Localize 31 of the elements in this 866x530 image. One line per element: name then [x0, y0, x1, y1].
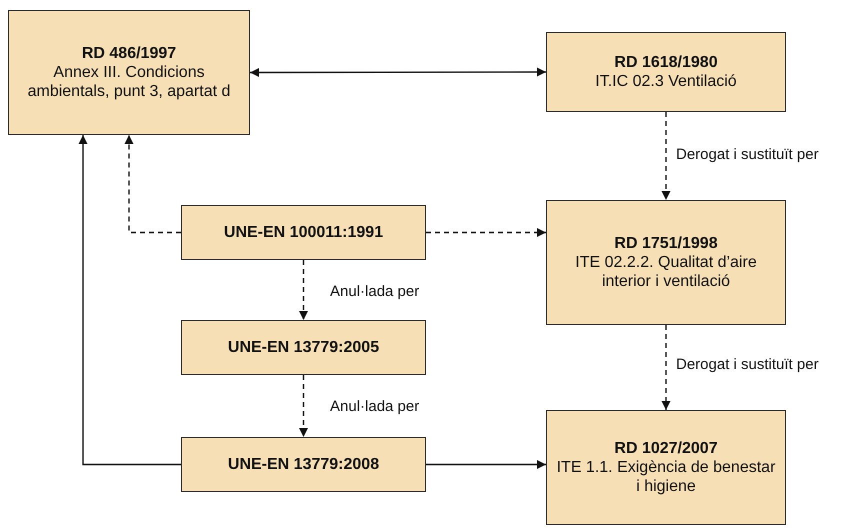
edge-label: Derogat i sustituït per	[676, 356, 819, 374]
box-text: ITE 1.1. Exigència de benestar i higiene	[556, 458, 776, 496]
box-title: UNE-EN 13779:2005	[228, 338, 380, 357]
process-box	[181, 437, 426, 492]
box-title: RD 1751/1998	[614, 234, 718, 253]
arrow	[299, 260, 308, 320]
box-title: RD 1027/2007	[614, 439, 718, 458]
process-box	[181, 205, 426, 260]
process-box	[8, 10, 250, 135]
box-title: RD 1618/1980	[614, 53, 718, 72]
arrow	[662, 112, 670, 200]
box-text: ITE 02.2.2. Qualitat d’aire interior i ventilació	[574, 253, 758, 291]
edge-label: Anul·lada per	[330, 283, 420, 301]
edge-label: Derogat i sustituït per	[676, 146, 819, 164]
box-text: Annex III. Condicions ambientals, punt 3, apartat d	[26, 63, 232, 101]
box-title: UNE-EN 100011:1991	[224, 223, 384, 242]
box-text: IT.IC 02.3 Ventilació	[595, 72, 737, 91]
box-title: UNE-EN 13779:2008	[228, 455, 380, 474]
process-box	[546, 32, 786, 112]
process-box	[546, 200, 786, 325]
arrow	[250, 68, 546, 77]
arrow	[78, 135, 181, 466]
arrow	[426, 460, 546, 469]
arrow	[124, 135, 181, 234]
box-title: RD 486/1997	[82, 44, 176, 63]
process-box	[181, 320, 426, 375]
arrow	[662, 325, 670, 410]
arrow	[299, 375, 308, 437]
arrow	[426, 228, 546, 237]
process-box	[546, 410, 786, 525]
edge-label: Anul·lada per	[330, 398, 420, 416]
